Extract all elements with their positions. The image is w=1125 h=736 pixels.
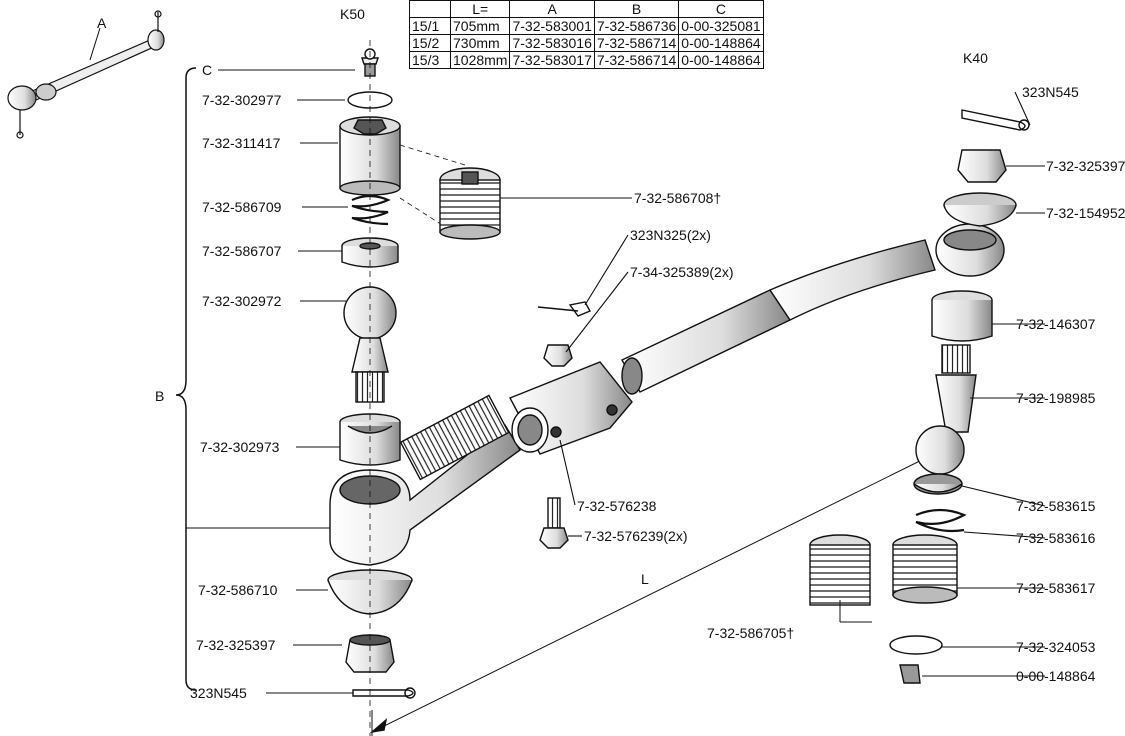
part-label: 7-32-586709 [202,199,282,215]
table-cell: 0-00-325081 [678,17,764,35]
group-label-l: L [641,571,649,587]
table-cell: 0-00-148864 [678,51,764,69]
table-cell: 7-32-586736 [593,17,680,35]
part-label: 7-32-586705† [707,625,795,641]
table-header-cell: A [509,0,595,18]
k50-stack [327,40,521,736]
part-label: 323N545 [190,685,247,701]
group-label-c: C [202,62,213,78]
part-label: 7-32-324053 [1016,639,1096,655]
part-label: 7-32-576238 [577,498,657,514]
part-label: 323N325(2x) [630,227,711,243]
part-label: 7-32-302973 [200,439,280,455]
center-clamp [509,301,633,549]
part-label: 7-32-154952 [1046,205,1125,221]
part-label: 323N545 [1022,84,1079,100]
table-cell: 7-32-586714 [593,34,680,52]
bracket-b [175,67,197,691]
table-header-cell: C [678,0,764,18]
part-label: 7-32-302977 [202,92,282,108]
part-label: 7-32-586707 [202,243,282,259]
left-leaders [186,69,355,694]
k40-stack [809,109,1030,684]
part-label: 7-32-302972 [202,293,282,309]
group-label-a: A [97,15,107,31]
table-cell: 1028mm [449,51,511,69]
table-cell: 15/3 [409,51,451,69]
part-label: 7-32-311417 [202,135,281,151]
length-arrow [371,451,939,733]
part-label: 7-32-146307 [1016,316,1096,332]
group-label-b: B [155,388,165,404]
table-cell: 730mm [449,34,511,52]
part-label: 7-32-583617 [1016,580,1096,596]
table-header-cell [409,0,451,18]
table-cell: 7-32-586714 [593,51,680,69]
table-cell: 7-32-583017 [509,51,595,69]
table-header-row: L= A B C [409,0,764,18]
table-row: 15/2 730mm 7-32-583016 7-32-586714 0-00-… [409,34,764,52]
variant-table: L= A B C 15/1 705mm 7-32-583001 7-32-586… [409,0,764,69]
part-label: 7-32-586710 [198,582,278,598]
tie-rod-tube [621,223,1005,395]
part-label: 7-32-325397 [196,637,276,653]
table-header-cell: B [593,0,680,18]
table-row: 15/1 705mm 7-32-583001 7-32-586736 0-00-… [409,17,764,35]
table-cell: 15/1 [409,17,451,35]
table-row: 15/3 1028mm 7-32-583017 7-32-586714 0-00… [409,51,764,69]
group-label-k40: K40 [963,50,988,66]
right-leaders [500,91,1046,677]
part-label: 0-00-148864 [1016,668,1096,684]
table-cell: 15/2 [409,34,451,52]
part-label: 7-32-198985 [1016,390,1096,406]
table-cell: 705mm [449,17,511,35]
table-cell: 7-32-583001 [509,17,595,35]
table-header-cell: L= [449,0,511,18]
part-label: 7-32-325397 [1046,158,1125,174]
assembly-thumbnail [7,10,165,139]
table-cell: 0-00-148864 [678,34,764,52]
part-label: 7-32-583615 [1016,498,1096,514]
group-label-k50: K50 [340,6,365,22]
part-label: 7-34-325389(2x) [630,264,734,280]
alt-plug-586708 [399,144,501,240]
part-label: 7-32-576239(2x) [584,528,688,544]
table-cell: 7-32-583016 [509,34,595,52]
part-label: 7-32-583616 [1016,530,1096,546]
part-label: 7-32-586708† [634,190,722,206]
